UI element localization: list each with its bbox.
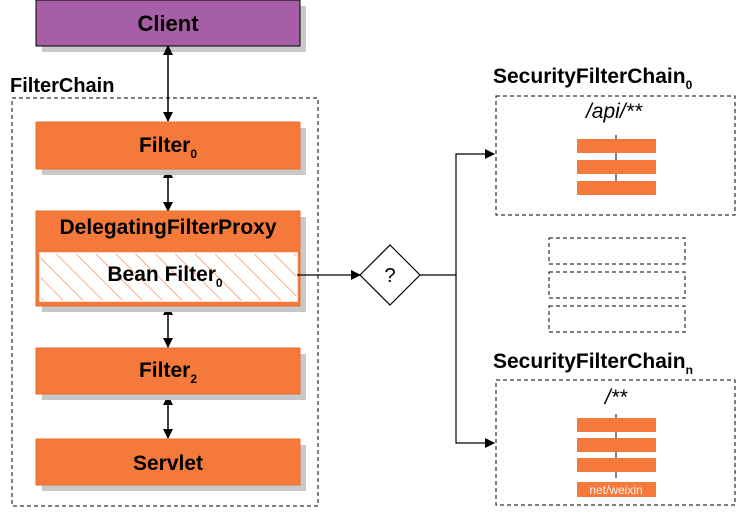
filter2-node: Filter2 xyxy=(35,347,306,400)
bean-filter-label: Bean Filter0 xyxy=(107,263,223,290)
watermark-bar xyxy=(577,482,656,497)
decision-diamond xyxy=(359,244,421,306)
servlet-node: Servlet xyxy=(35,438,306,491)
security-filter-n-item xyxy=(577,458,656,472)
security-filter-chain-0: SecurityFilterChain0 /api/** xyxy=(493,65,736,216)
filter2-label: Filter2 xyxy=(139,359,197,386)
client-label: Client xyxy=(137,11,199,36)
security-filter-chain-placeholder xyxy=(548,237,686,265)
decision-node: ? xyxy=(359,244,421,306)
filter0-subscript: 0 xyxy=(190,147,197,161)
servlet-label: Servlet xyxy=(133,452,203,475)
filter-chain-container: FilterChain xyxy=(10,75,319,507)
filter2-subscript: 2 xyxy=(190,372,197,386)
filter-chain-title: FilterChain xyxy=(10,75,114,97)
filter0-label: Filter0 xyxy=(139,134,197,161)
security-filter-chain-0-pattern: /api/** xyxy=(584,100,643,123)
security-filter-chain-n-subscript: n xyxy=(686,363,693,377)
decision-branch-line xyxy=(420,149,495,276)
security-filter-chain-n-pattern: /** xyxy=(603,386,628,409)
security-filter-chain-n-border xyxy=(495,379,736,506)
security-filter-0-item xyxy=(577,181,656,195)
delegating-filter-proxy-node: DelegatingFilterProxy Bean Filter0 xyxy=(35,210,306,312)
security-filter-n-item xyxy=(577,438,656,452)
security-filter-chain-placeholder xyxy=(548,305,686,333)
security-filter-chain-0-title: SecurityFilterChain0 xyxy=(493,65,693,92)
delegating-filter-proxy-label: DelegatingFilterProxy xyxy=(59,216,276,239)
security-filter-chain-placeholder xyxy=(548,271,686,299)
decision-label: ? xyxy=(384,265,395,287)
bean-filter-subscript: 0 xyxy=(216,276,223,290)
watermark-text: net/weixin xyxy=(589,483,642,497)
security-filter-chain-n-title: SecurityFilterChainn xyxy=(493,350,693,377)
security-filter-chain-0-subscript: 0 xyxy=(686,78,693,92)
security-filter-0-item xyxy=(577,160,656,174)
security-filter-chain-0-border xyxy=(495,95,736,216)
bean-filter-box xyxy=(39,252,298,302)
client-box xyxy=(35,0,301,47)
security-filter-0-item xyxy=(577,139,656,153)
decision-branch-line-n xyxy=(455,275,495,448)
security-filter-n-item xyxy=(577,418,656,432)
bean-filter-node: Bean Filter0 xyxy=(39,252,298,302)
security-filter-chain-n: SecurityFilterChainn /** net/weixin xyxy=(493,350,736,506)
filter2-box xyxy=(35,347,301,395)
filter0-box xyxy=(35,121,301,170)
servlet-box xyxy=(35,438,301,486)
filter0-node: Filter0 xyxy=(35,121,306,175)
client-node: Client xyxy=(35,0,306,52)
